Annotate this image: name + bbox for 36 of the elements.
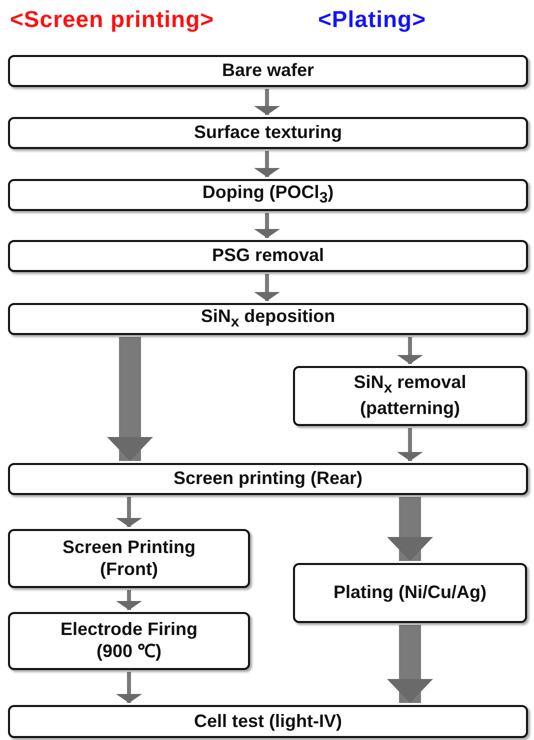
- arrow: [254, 274, 280, 301]
- step-label: Screen Printing (Front): [61, 536, 197, 580]
- process-box: [8, 117, 528, 149]
- process-box: [293, 563, 527, 623]
- step-label: Electrode Firing (900 ℃): [59, 619, 199, 663]
- process-box: [8, 463, 528, 495]
- step-label: Doping (POCl$_{3}$): [202, 182, 334, 208]
- arrow: [254, 213, 280, 238]
- step-label: SiN$_{x}$ deposition: [200, 306, 336, 332]
- arrow: [254, 89, 280, 115]
- step-label: Surface texturing: [194, 122, 342, 144]
- process-box: [8, 303, 528, 335]
- process-box: [8, 612, 250, 670]
- step-label: Cell test (light-IV): [194, 710, 342, 732]
- arrow: [116, 590, 142, 610]
- step-label: PSG removal: [212, 245, 324, 267]
- process-box: [8, 179, 528, 211]
- column-heading: <Plating>: [318, 6, 426, 33]
- arrow: [387, 497, 433, 561]
- arrow: [107, 337, 153, 461]
- column-heading: <Screen printing>: [10, 6, 214, 33]
- step-label: Bare wafer: [222, 60, 314, 82]
- process-box: [8, 529, 250, 588]
- process-box: [8, 240, 528, 272]
- process-box: [8, 705, 528, 738]
- arrow: [116, 672, 142, 703]
- arrow: [397, 428, 423, 461]
- process-box: [8, 55, 528, 87]
- step-label: Screen printing (Rear): [173, 468, 363, 490]
- arrow: [254, 151, 280, 177]
- arrow: [116, 497, 142, 527]
- process-box: [293, 366, 527, 426]
- step-label: Plating (Ni/Cu/Ag): [334, 582, 486, 604]
- step-label: SiN$_{x}$ removal (patterning): [352, 372, 468, 420]
- arrow: [397, 337, 423, 364]
- arrow: [387, 625, 433, 703]
